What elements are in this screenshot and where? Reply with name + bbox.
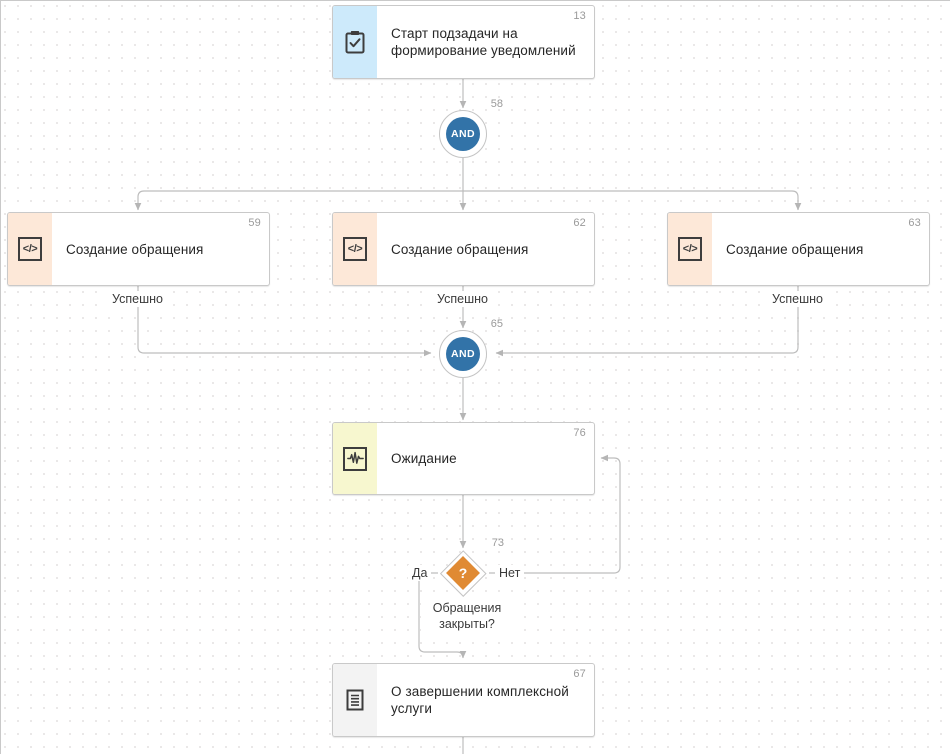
node-band: </> [333, 213, 377, 285]
node-start-subtask[interactable]: 13 Старт подзадачи на формирование уведо… [332, 5, 595, 79]
question-mark-glyph: ? [458, 565, 468, 581]
node-title: Старт подзадачи на формирование уведомле… [391, 26, 576, 58]
node-body: 62 Создание обращения [377, 213, 594, 285]
node-body: 76 Ожидание [377, 423, 594, 494]
node-number: 62 [573, 217, 586, 229]
node-band: </> [8, 213, 52, 285]
document-icon [343, 688, 367, 712]
edge-bus-to-63 [463, 190, 802, 211]
decision-number: 73 [491, 537, 504, 549]
node-band [333, 423, 377, 494]
gateway-label: AND [446, 117, 480, 151]
edge-59-to-65 [137, 286, 432, 357]
gateway-label: AND [446, 337, 480, 371]
node-script-task-63[interactable]: </> 63 Создание обращения [667, 212, 930, 286]
gateway-and-split[interactable]: 58 AND [439, 98, 503, 158]
node-number: 59 [248, 217, 261, 229]
node-title: О завершении комплексной услуги [391, 684, 569, 716]
code-icon: </> [678, 237, 702, 261]
edge-bus-to-59 [134, 190, 463, 211]
node-script-task-62[interactable]: </> 62 Создание обращения [332, 212, 595, 286]
node-number: 67 [573, 668, 586, 680]
code-icon: </> [343, 237, 367, 261]
node-title: Создание обращения [391, 241, 529, 257]
gateway-number: 65 [490, 318, 503, 330]
node-body: 59 Создание обращения [52, 213, 269, 285]
node-number: 13 [573, 10, 586, 22]
node-band: </> [668, 213, 712, 285]
edge-63-to-65 [495, 286, 799, 357]
edge-label-no: Нет [495, 565, 525, 581]
edge-label-success-right: Успешно [768, 291, 827, 307]
node-body: 67 О завершении комплексной услуги [377, 664, 594, 736]
node-body: 63 Создание обращения [712, 213, 929, 285]
node-number: 76 [573, 427, 586, 439]
clipboard-check-icon [343, 30, 367, 54]
node-number: 63 [908, 217, 921, 229]
decision-caption: Обращения закрыты? [421, 600, 513, 632]
decision-node[interactable]: 73 ? [440, 537, 504, 596]
node-title: Ожидание [391, 451, 457, 466]
node-wait-task[interactable]: 76 Ожидание [332, 422, 595, 495]
code-icon: </> [18, 237, 42, 261]
node-document-task[interactable]: 67 О завершении комплексной услуги [332, 663, 595, 737]
node-title: Создание обращения [66, 241, 204, 257]
pulse-icon [343, 446, 367, 471]
node-band [333, 664, 377, 736]
node-body: 13 Старт подзадачи на формирование уведо… [377, 6, 594, 78]
gateway-number: 58 [490, 98, 503, 110]
edge-label-success-center: Успешно [433, 291, 492, 307]
node-script-task-59[interactable]: </> 59 Создание обращения [7, 212, 270, 286]
node-band [333, 6, 377, 78]
gateway-and-join[interactable]: 65 AND [439, 318, 503, 378]
edge-label-yes: Да [408, 565, 432, 581]
node-title: Создание обращения [726, 241, 864, 257]
edge-label-success-left: Успешно [108, 291, 167, 307]
